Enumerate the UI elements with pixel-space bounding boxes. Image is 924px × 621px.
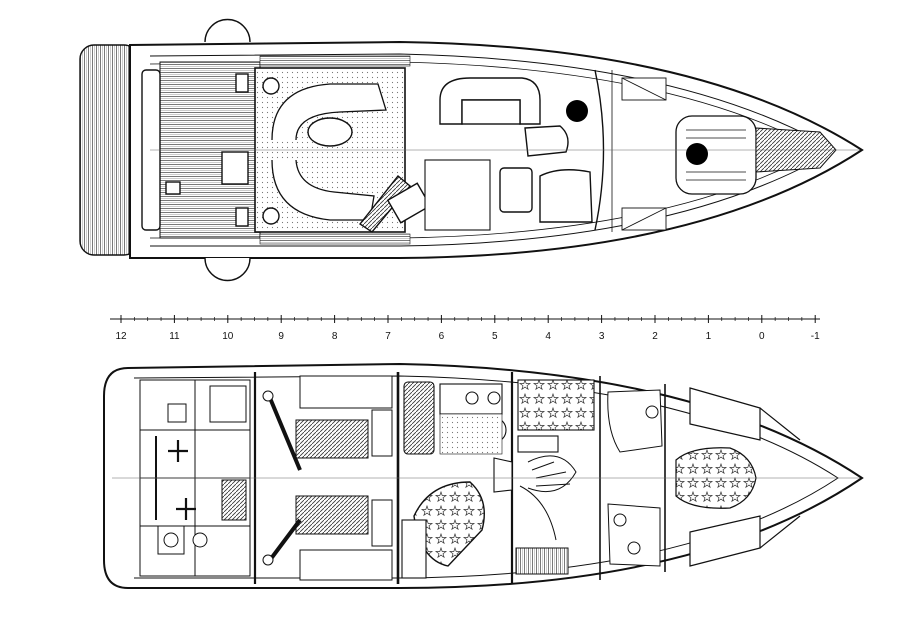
- helm-console: [539, 169, 593, 223]
- scale-label: 5: [492, 331, 498, 342]
- scale-label: 7: [385, 331, 391, 342]
- scale-label: 4: [545, 331, 551, 342]
- guest-cabin-aft: [517, 379, 595, 453]
- galley: [424, 159, 491, 231]
- main-deck-plan: [79, 18, 864, 282]
- master-shower: [403, 381, 435, 455]
- lower-deck-plan: [103, 362, 864, 589]
- guest-berth-aft: [517, 379, 595, 431]
- scale-label: 3: [599, 331, 605, 342]
- scale-label: 0: [759, 331, 765, 342]
- starboard-engine: [295, 419, 369, 459]
- scale-label: 6: [439, 331, 445, 342]
- scale-label: 9: [278, 331, 284, 342]
- coffee-table: [307, 117, 353, 147]
- guest-heads: [607, 389, 663, 567]
- scale-label: 10: [222, 331, 234, 342]
- companionway-stairs: [515, 455, 577, 575]
- dinette-table: [461, 99, 521, 125]
- master-cabin: [401, 381, 513, 579]
- scale-label: 2: [652, 331, 658, 342]
- scale-label: 11: [169, 331, 180, 342]
- scale-label: 12: [115, 331, 127, 342]
- deck-hatch-icon: [566, 100, 588, 122]
- scale-label: 1: [706, 331, 712, 342]
- salon-upper-settee: [271, 83, 387, 141]
- salon-lower-settee: [271, 159, 375, 221]
- helm-seat: [499, 167, 533, 213]
- port-engine: [295, 495, 369, 535]
- foredeck-hatch-icon: [686, 143, 708, 165]
- engine-room: [262, 375, 393, 581]
- scale-label: 8: [332, 331, 338, 342]
- scale-label: -1: [811, 331, 820, 342]
